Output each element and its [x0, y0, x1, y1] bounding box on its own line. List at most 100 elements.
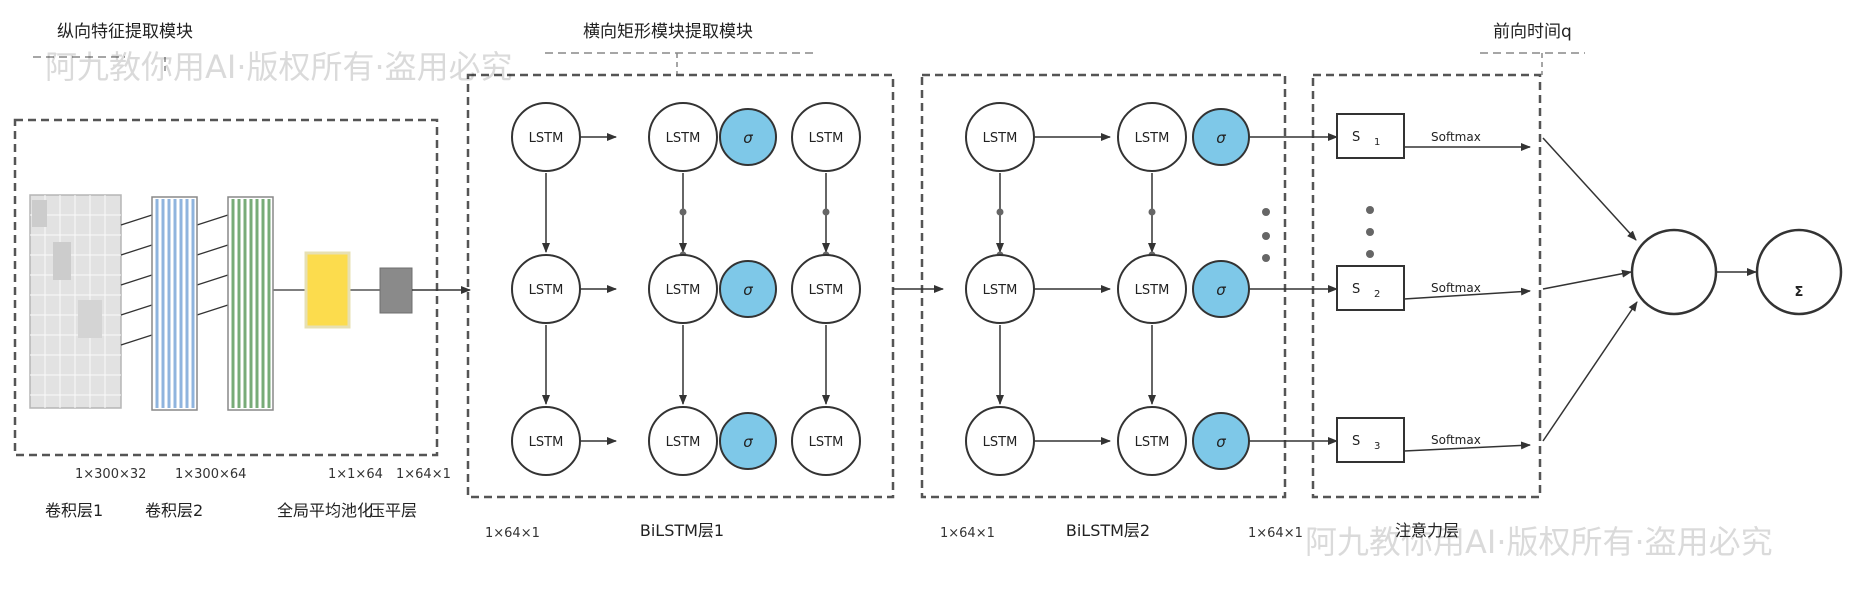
- svg-text:LSTM: LSTM: [666, 131, 701, 146]
- lstm-cell: LSTM: [1117, 406, 1187, 476]
- svg-text:S: S: [1352, 434, 1360, 449]
- global-avg-pool-block: [304, 251, 351, 329]
- sigmoid-gate: σ: [1192, 260, 1250, 318]
- lstm-cell: LSTM: [791, 254, 861, 324]
- score-node-s3: S 3: [1336, 417, 1405, 463]
- svg-text:LSTM: LSTM: [529, 283, 564, 298]
- conv2-feature-map: [227, 196, 274, 411]
- label-global-avg-pool: 全局平均池化: [277, 501, 373, 520]
- lstm-cell: LSTM: [648, 102, 718, 172]
- svg-text:LSTM: LSTM: [1135, 435, 1170, 450]
- bilstm1-cells: LSTM LSTM LSTM LSTM LSTM LSTM LSTM LSTM: [511, 102, 861, 476]
- svg-text:LSTM: LSTM: [983, 131, 1018, 146]
- lstm-cell: LSTM: [1117, 102, 1187, 172]
- lstm-cell: LSTM: [648, 254, 718, 324]
- svg-text:2: 2: [1374, 289, 1380, 300]
- svg-text:LSTM: LSTM: [666, 435, 701, 450]
- attention-module-box: [1311, 73, 1542, 499]
- flatten-block: [379, 267, 413, 314]
- cnn-module-box: [13, 118, 439, 457]
- lstm-cell: LSTM: [511, 406, 581, 476]
- conv1-feature-map: [151, 196, 198, 411]
- score-node-s2: S 2: [1336, 265, 1405, 311]
- bilstm2-cells: LSTM LSTM LSTM LSTM LSTM LSTM: [965, 102, 1187, 476]
- bilstm2-dim-right: 1×64×1: [1248, 526, 1303, 541]
- kernel-lines: [120, 214, 380, 346]
- svg-text:横向矩形模块提取模块: 横向矩形模块提取模块: [583, 22, 753, 42]
- bilstm2-title: BiLSTM层2: [1066, 521, 1150, 540]
- sum-node: Σ: [1755, 228, 1843, 316]
- lstm-cell: LSTM: [511, 254, 581, 324]
- bilstm1-dots: [679, 208, 830, 259]
- svg-text:LSTM: LSTM: [666, 283, 701, 298]
- svg-text:σ: σ: [1216, 433, 1226, 451]
- lstm-cell: LSTM: [1117, 254, 1187, 324]
- sigmoid-gate: σ: [719, 108, 777, 166]
- svg-text:LSTM: LSTM: [983, 283, 1018, 298]
- watermark-bottom: 阿九教你用AI·版权所有·盗用必究: [1305, 523, 1773, 561]
- lstm-cell: LSTM: [511, 102, 581, 172]
- lstm-cell: LSTM: [648, 406, 718, 476]
- label-conv1: 卷积层1: [45, 501, 103, 520]
- bilstm2-module-box: [920, 73, 1287, 499]
- section-title-forward-time: 前向时间q: [1480, 22, 1585, 75]
- svg-text:LSTM: LSTM: [809, 283, 844, 298]
- weighting-node: [1630, 228, 1718, 316]
- svg-text:LSTM: LSTM: [809, 435, 844, 450]
- svg-text:纵向特征提取模块: 纵向特征提取模块: [57, 22, 193, 42]
- sigmoid-gate: σ: [719, 412, 777, 470]
- lstm-cell: LSTM: [965, 102, 1035, 172]
- cnn-dimension-labels: 1×300×32 1×300×64 1×1×64 1×64×1: [75, 467, 451, 482]
- svg-text:S: S: [1352, 282, 1360, 297]
- svg-text:LSTM: LSTM: [529, 131, 564, 146]
- sigmoid-gate: σ: [719, 260, 777, 318]
- merge-arrows: [1542, 137, 1757, 442]
- dim-conv2: 1×300×64: [175, 467, 246, 482]
- bilstm1-title: BiLSTM层1: [640, 521, 724, 540]
- svg-text:Σ: Σ: [1795, 285, 1804, 300]
- svg-text:前向时间q: 前向时间q: [1493, 22, 1572, 42]
- lstm-cell: LSTM: [965, 406, 1035, 476]
- dim-pool: 1×1×64: [328, 467, 383, 482]
- score-node-s1: S 1: [1336, 113, 1405, 159]
- section-title-horizontal-module: 横向矩形模块提取模块: [545, 22, 815, 75]
- bilstm1-gates: σ σ σ: [719, 108, 777, 470]
- svg-text:σ: σ: [1216, 129, 1226, 147]
- label-flatten: 压平层: [369, 501, 417, 520]
- svg-text:σ: σ: [743, 129, 753, 147]
- sigmoid-gate: σ: [1192, 108, 1250, 166]
- label-conv2: 卷积层2: [145, 501, 203, 520]
- lstm-cell: LSTM: [965, 254, 1035, 324]
- svg-text:LSTM: LSTM: [1135, 131, 1170, 146]
- svg-text:LSTM: LSTM: [529, 435, 564, 450]
- svg-text:1: 1: [1374, 137, 1380, 148]
- softmax-label: Softmax: [1431, 433, 1481, 447]
- bilstm2-to-attention-arrows: [1249, 133, 1338, 445]
- svg-text:LSTM: LSTM: [983, 435, 1018, 450]
- conv-input-grid: [29, 194, 122, 409]
- svg-text:LSTM: LSTM: [809, 131, 844, 146]
- lstm-cell: LSTM: [791, 102, 861, 172]
- bilstm1-dim-label: 1×64×1: [485, 526, 540, 541]
- bilstm2-dots: [996, 208, 1270, 262]
- cnn-layer-labels: 卷积层1 卷积层2 全局平均池化 压平层: [45, 501, 417, 520]
- softmax-arrows: [1403, 143, 1531, 452]
- softmax-label: Softmax: [1431, 130, 1481, 144]
- watermark-top: 阿九教你用AI·版权所有·盗用必究: [45, 48, 513, 86]
- svg-text:S: S: [1352, 130, 1360, 145]
- svg-text:σ: σ: [1216, 281, 1226, 299]
- svg-text:3: 3: [1374, 441, 1380, 452]
- dim-conv1: 1×300×32: [75, 467, 146, 482]
- sigmoid-gate: σ: [1192, 412, 1250, 470]
- bilstm2-dim-left: 1×64×1: [940, 526, 995, 541]
- lstm-cell: LSTM: [791, 406, 861, 476]
- softmax-label: Softmax: [1431, 281, 1481, 295]
- bilstm2-gates: σ σ σ: [1192, 108, 1250, 470]
- svg-text:σ: σ: [743, 433, 753, 451]
- svg-text:σ: σ: [743, 281, 753, 299]
- section-title-vertical-feature: 纵向特征提取模块: [33, 22, 193, 75]
- attention-dots: [1366, 206, 1374, 258]
- attention-title: 注意力层: [1395, 521, 1459, 540]
- svg-text:LSTM: LSTM: [1135, 283, 1170, 298]
